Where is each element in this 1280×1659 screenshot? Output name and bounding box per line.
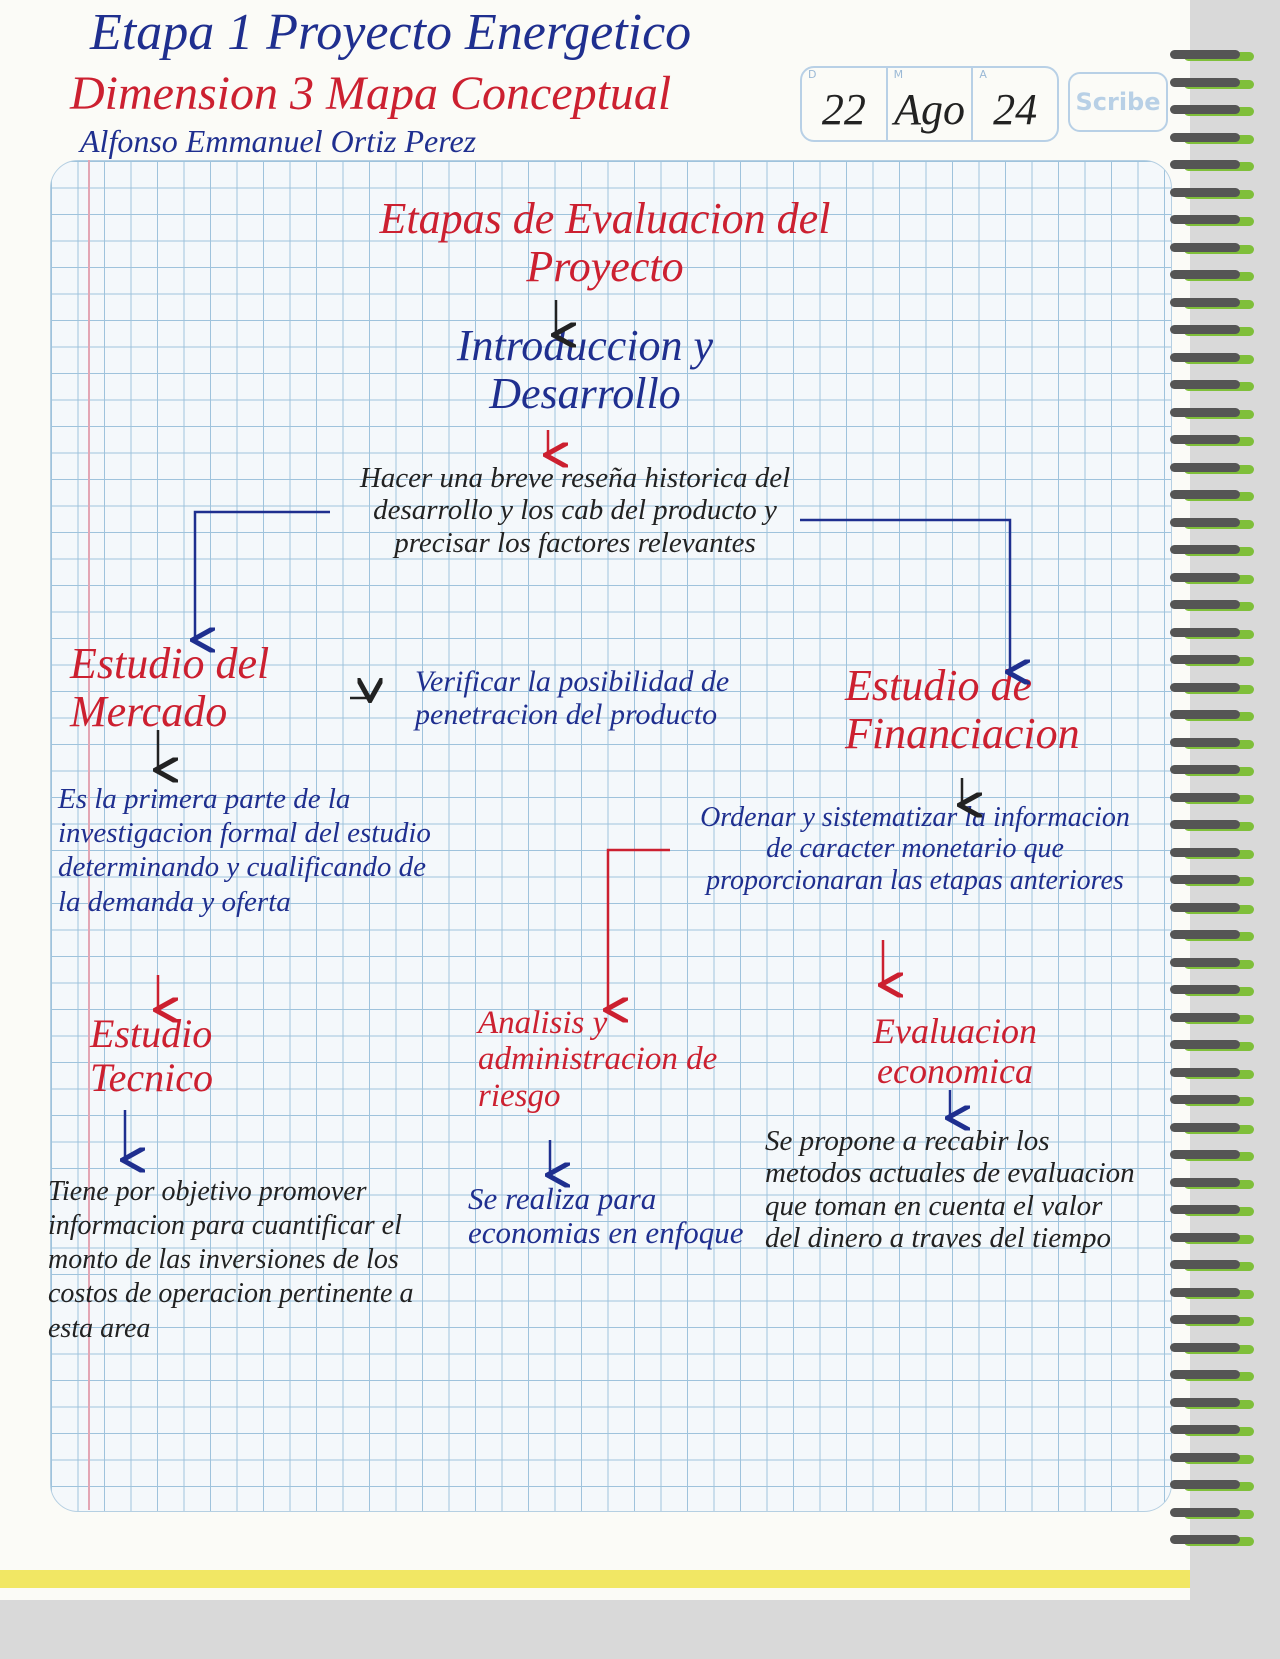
page-edge <box>0 1570 1190 1588</box>
node-evaluacion-desc: Se propone a recabir los metodos actuale… <box>765 1125 1135 1255</box>
spiral-ring <box>1170 517 1240 527</box>
date-day-value: 22 <box>821 85 866 134</box>
spiral-ring <box>1170 407 1240 417</box>
spiral-ring <box>1170 682 1240 692</box>
margin-line <box>88 160 90 1510</box>
spiral-ring <box>1170 1012 1240 1022</box>
node-root: Etapas de Evaluacion del Proyecto <box>379 194 831 292</box>
spiral-ring <box>1170 1452 1240 1462</box>
node-financiacion: Estudio de Financiacion <box>845 661 1080 759</box>
spiral-ring <box>1170 820 1240 829</box>
node-mercado: Estudio del Mercado <box>70 639 270 737</box>
spiral-ring <box>1170 1535 1240 1544</box>
node-financiacion-desc: Ordenar y sistematizar la informacion de… <box>700 802 1130 896</box>
spiral-ring <box>1170 187 1240 197</box>
spiral-ring <box>1170 1260 1240 1269</box>
date-box: D 22 M Ago A 24 <box>800 66 1059 142</box>
spiral-ring <box>1170 957 1240 967</box>
spiral-ring <box>1170 600 1240 609</box>
spiral-ring <box>1170 462 1240 472</box>
spiral-ring <box>1170 50 1240 59</box>
spiral-ring <box>1170 1177 1240 1187</box>
page-title: Etapa 1 Proyecto Energetico <box>90 4 692 61</box>
spiral-ring <box>1170 1370 1240 1379</box>
spiral-ring <box>1170 792 1240 802</box>
spiral-ring <box>1170 1067 1240 1077</box>
spiral-ring <box>1170 1095 1240 1104</box>
date-year: A 24 <box>973 68 1057 140</box>
spiral-ring <box>1170 242 1240 252</box>
date-month-value: Ago <box>894 85 965 134</box>
spiral-ring <box>1170 1287 1240 1297</box>
spiral-ring <box>1170 1232 1240 1242</box>
spiral-ring <box>1170 985 1240 994</box>
spiral-ring <box>1170 655 1240 664</box>
spiral-ring <box>1170 572 1240 582</box>
spiral-ring <box>1170 847 1240 857</box>
arrow-desc-mercado <box>195 510 330 640</box>
spiral-ring <box>1170 105 1240 114</box>
spiral-ring <box>1170 325 1240 334</box>
spiral-ring <box>1170 1122 1240 1132</box>
spiral-ring <box>1170 1342 1240 1352</box>
node-mercado-desc: Es la primera parte de la investigacion … <box>58 783 431 918</box>
spiral-ring <box>1170 902 1240 912</box>
spiral-ring <box>1170 627 1240 637</box>
spiral-ring <box>1170 297 1240 307</box>
spiral-binding <box>1170 20 1260 1580</box>
node-intro-desc: Hacer una breve reseña historica del des… <box>359 462 791 559</box>
spiral-ring <box>1170 380 1240 389</box>
date-year-label: A <box>979 68 987 81</box>
node-tecnico: Estudio Tecnico <box>90 1011 213 1100</box>
author-name: Alfonso Emmanuel Ortiz Perez <box>80 123 477 159</box>
spiral-ring <box>1170 545 1240 554</box>
arrow-fin-riesgo <box>608 848 670 1010</box>
node-intro: Introduccion y Desarrollo <box>456 321 714 419</box>
spiral-ring <box>1170 352 1240 362</box>
spiral-ring <box>1170 1040 1240 1049</box>
spiral-ring <box>1170 270 1240 279</box>
brand-logo: Scribe <box>1068 72 1168 132</box>
node-riesgo: Analisis y administracion de riesgo <box>478 1005 718 1114</box>
spiral-ring <box>1170 490 1240 499</box>
spiral-ring <box>1170 132 1240 142</box>
spiral-ring <box>1170 737 1240 747</box>
spiral-ring <box>1170 875 1240 884</box>
spiral-ring <box>1170 1315 1240 1324</box>
spiral-ring <box>1170 215 1240 224</box>
spiral-ring <box>1170 1205 1240 1214</box>
notebook-page: Etapa 1 Proyecto Energetico Dimension 3 … <box>0 0 1190 1600</box>
node-evaluacion: Evaluacion economica <box>873 1011 1037 1091</box>
grid-paper <box>50 160 1172 1512</box>
node-mercado-side: Verificar la posibilidad de penetracion … <box>415 665 730 731</box>
page-subtitle: Dimension 3 Mapa Conceptual <box>70 67 672 120</box>
spiral-ring <box>1170 77 1240 87</box>
spiral-ring <box>1170 710 1240 719</box>
spiral-ring <box>1170 1150 1240 1159</box>
spiral-ring <box>1170 765 1240 774</box>
spiral-ring <box>1170 1507 1240 1517</box>
date-month-label: M <box>893 68 904 81</box>
date-month: M Ago <box>888 68 974 140</box>
spiral-ring <box>1170 930 1240 939</box>
date-day: D 22 <box>802 68 888 140</box>
date-day-label: D <box>808 68 817 81</box>
node-tecnico-desc: Tiene por objetivo promover informacion … <box>48 1176 414 1344</box>
spiral-ring <box>1170 1480 1240 1489</box>
spiral-ring <box>1170 435 1240 444</box>
spiral-ring <box>1170 1425 1240 1434</box>
spiral-ring <box>1170 160 1240 169</box>
connector-arrows <box>0 300 1190 1600</box>
arrow-desc-financiacion <box>800 518 1010 672</box>
date-year-value: 24 <box>993 85 1038 134</box>
spiral-ring <box>1170 1397 1240 1407</box>
